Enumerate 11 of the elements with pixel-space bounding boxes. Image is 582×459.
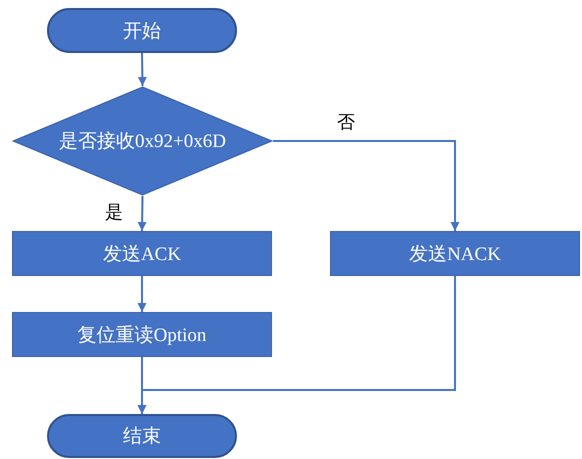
end-terminal: 结束 (47, 414, 237, 458)
arrow (273, 140, 460, 231)
process-box: 发送ACK (12, 231, 272, 276)
arrow (138, 196, 147, 232)
arrow (138, 276, 456, 414)
start-terminal: 开始 (47, 8, 237, 53)
process-box: 复位重读Option (12, 312, 272, 357)
arrow (138, 276, 146, 312)
decision-diamond: 是否接收0x92+0x6D (12, 86, 273, 196)
arrow (138, 52, 147, 86)
process-box: 发送NACK (330, 231, 580, 276)
